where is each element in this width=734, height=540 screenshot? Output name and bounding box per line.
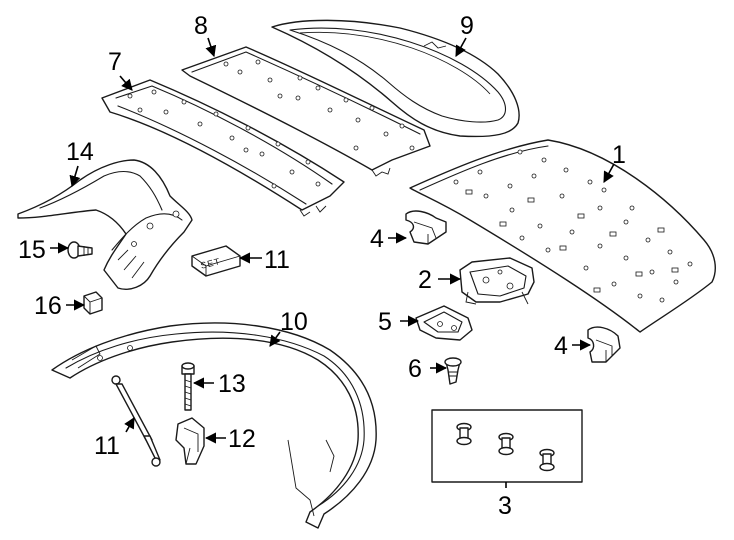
callout-3: 3 — [498, 492, 512, 520]
part-1-roof-panel — [409, 139, 716, 333]
callout-13: 13 — [218, 370, 246, 398]
callout-12: 12 — [228, 425, 256, 453]
callout-10: 10 — [280, 308, 308, 336]
part-3-bolt-2 — [498, 432, 514, 456]
callout-11-kit: 11 — [264, 246, 290, 274]
callout-5: 5 — [378, 308, 392, 336]
part-8-holes — [223, 59, 415, 151]
callout-4-lower: 4 — [554, 332, 568, 360]
callout-7: 7 — [108, 48, 122, 76]
callout-16: 16 — [34, 292, 62, 320]
part-10-top-frame — [51, 322, 377, 529]
callout-14: 14 — [66, 138, 94, 166]
part-3-bolt-1 — [456, 422, 472, 446]
part-14-side-rail-bracket — [17, 159, 193, 290]
callout-15: 15 — [18, 236, 46, 264]
part-3-bolt-set — [431, 409, 583, 483]
part-11-repair-kit: SET — [191, 245, 241, 277]
callout-1: 1 — [612, 141, 626, 169]
part-15-push-pin — [67, 241, 93, 259]
callout-labels: 1 2 3 4 4 5 6 7 8 9 10 11 11 12 13 14 15… — [18, 12, 626, 520]
part-13-bolt — [181, 362, 195, 411]
callout-leaders — [50, 37, 615, 488]
part-4-bracket-lower — [587, 326, 621, 363]
callout-8: 8 — [194, 12, 208, 40]
part-2-latch-assembly — [459, 257, 535, 305]
callout-2: 2 — [418, 266, 432, 294]
part-6-bolt — [444, 357, 462, 385]
part-12-bracket — [175, 417, 205, 465]
callout-9: 9 — [460, 12, 474, 40]
part-7-holes — [127, 89, 321, 189]
callout-11-strut: 11 — [94, 432, 120, 460]
part-8-headliner-panel — [181, 46, 431, 177]
part-4-bracket-upper — [405, 210, 447, 245]
part-3-bolt-3 — [539, 448, 555, 472]
part-1-holes — [453, 149, 693, 303]
kit-box-label: SET — [199, 256, 221, 271]
part-11-gas-strut — [111, 375, 161, 467]
part-7-front-bow-panel — [101, 79, 345, 217]
part-1-slots — [465, 189, 679, 293]
callout-6: 6 — [408, 355, 422, 383]
part-5-latch — [415, 305, 473, 341]
part-16-clip — [83, 291, 103, 315]
callout-4-upper: 4 — [370, 225, 384, 253]
